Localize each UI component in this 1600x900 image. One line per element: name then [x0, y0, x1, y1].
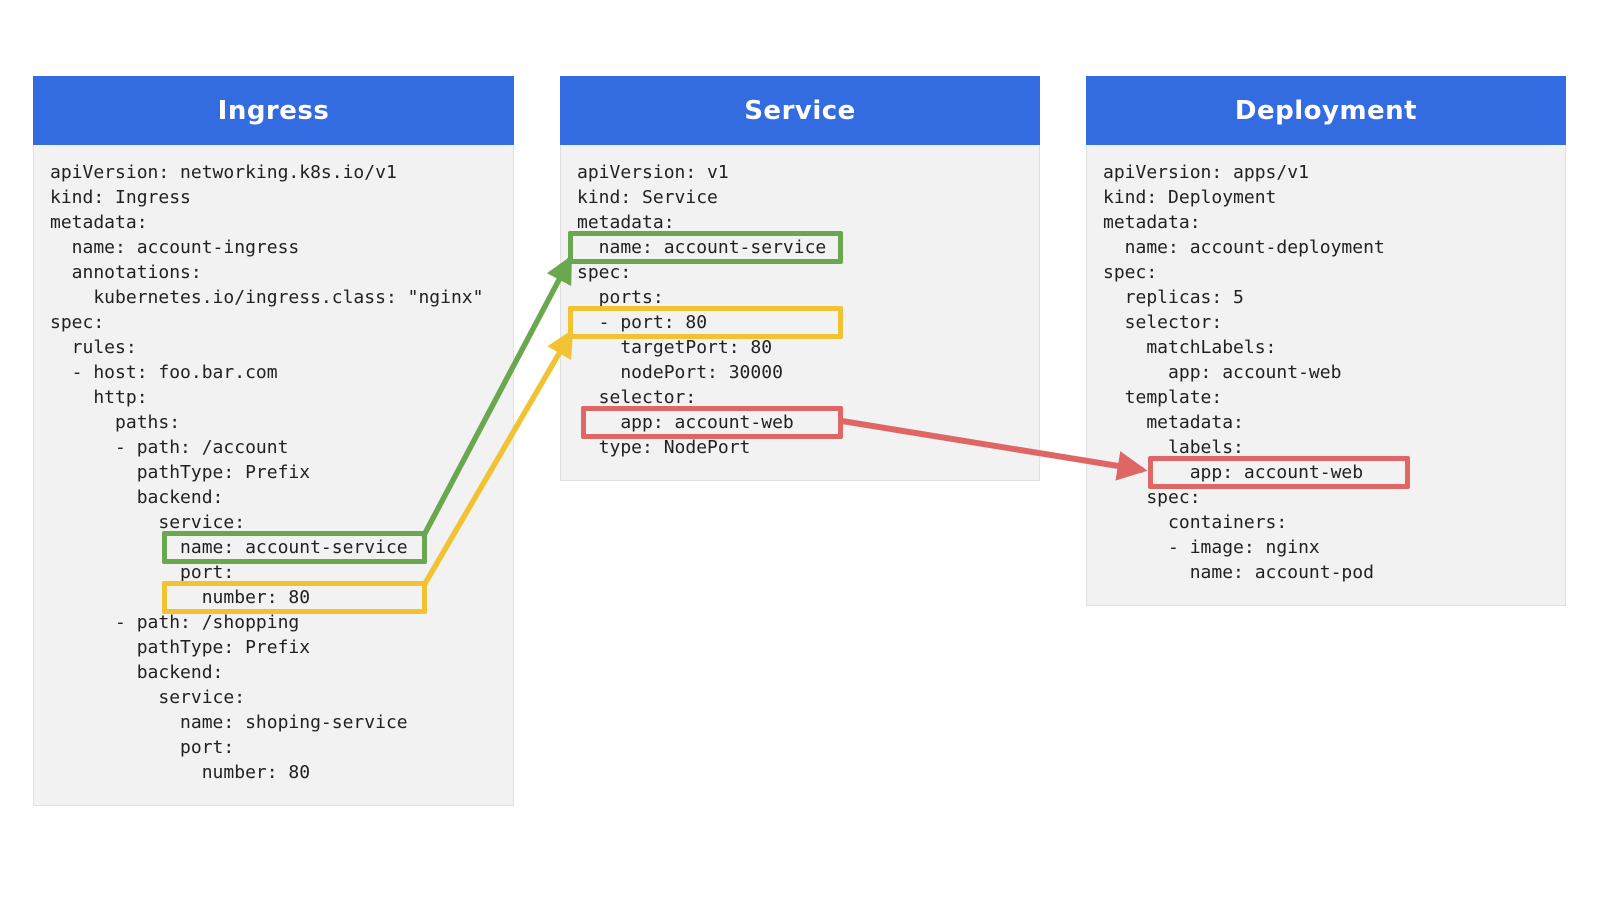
code-line: kind: Ingress	[50, 187, 191, 208]
code-line: nodePort: 30000	[577, 362, 783, 383]
code-line: ports:	[577, 287, 664, 308]
panel-deployment-header: Deployment	[1086, 76, 1566, 145]
code-line: template:	[1103, 387, 1223, 408]
code-line: name: account-service	[577, 237, 827, 258]
code-line: metadata:	[577, 212, 675, 233]
panel-ingress-header: Ingress	[33, 76, 514, 145]
code-line: name: account-service	[50, 537, 408, 558]
code-line: port:	[50, 737, 235, 758]
highlight-ingress-backend-port-number	[162, 581, 427, 614]
code-line: name: account-ingress	[50, 237, 300, 258]
code-line: backend:	[50, 662, 224, 683]
highlight-service-metadata-name	[568, 231, 843, 264]
code-line: service:	[50, 687, 246, 708]
code-line: app: account-web	[1103, 462, 1364, 483]
code-line: - path: /shopping	[50, 612, 300, 633]
code-line: app: account-web	[1103, 362, 1342, 383]
code-line: name: account-pod	[1103, 562, 1374, 583]
code-line: metadata:	[50, 212, 148, 233]
code-line: metadata:	[1103, 212, 1201, 233]
panel-service: Service apiVersion: v1 kind: Service metad…	[560, 76, 1040, 481]
panel-service-title: Service	[744, 95, 856, 126]
code-line: containers:	[1103, 512, 1288, 533]
code-line: rules:	[50, 337, 137, 358]
code-line: backend:	[50, 487, 224, 508]
code-line: apiVersion: v1	[577, 162, 729, 183]
code-line: matchLabels:	[1103, 337, 1277, 358]
code-line: - host: foo.bar.com	[50, 362, 278, 383]
code-line: kind: Service	[577, 187, 718, 208]
code-line: spec:	[1103, 487, 1201, 508]
code-line: replicas: 5	[1103, 287, 1244, 308]
panel-service-yaml: apiVersion: v1 kind: Service metadata: nam…	[560, 145, 1040, 481]
code-line: name: shoping-service	[50, 712, 408, 733]
code-line: pathType: Prefix	[50, 462, 311, 483]
code-line: kind: Deployment	[1103, 187, 1277, 208]
code-line: spec:	[50, 312, 105, 333]
code-line: service:	[50, 512, 246, 533]
code-line: - path: /account	[50, 437, 289, 458]
highlight-deployment-label-app	[1148, 456, 1410, 489]
code-line: selector:	[1103, 312, 1223, 333]
highlight-service-port	[568, 306, 843, 339]
highlight-ingress-backend-service-name	[162, 531, 427, 564]
code-line: apiVersion: apps/v1	[1103, 162, 1309, 183]
code-line: name: account-deployment	[1103, 237, 1385, 258]
code-line: apiVersion: networking.k8s.io/v1	[50, 162, 397, 183]
code-line: number: 80	[50, 762, 311, 783]
code-line: - port: 80	[577, 312, 708, 333]
panel-service-header: Service	[560, 76, 1040, 145]
code-line: kubernetes.io/ingress.class: "nginx"	[50, 287, 484, 308]
code-line: - image: nginx	[1103, 537, 1320, 558]
code-line: spec:	[577, 262, 632, 283]
code-line: type: NodePort	[577, 437, 751, 458]
code-line: pathType: Prefix	[50, 637, 311, 658]
code-line: spec:	[1103, 262, 1158, 283]
code-line: metadata:	[1103, 412, 1244, 433]
panel-ingress-title: Ingress	[217, 95, 330, 126]
code-line: number: 80	[50, 587, 311, 608]
code-line: app: account-web	[577, 412, 794, 433]
code-line: port:	[50, 562, 235, 583]
code-line: selector:	[577, 387, 697, 408]
panel-deployment-yaml: apiVersion: apps/v1 kind: Deployment metad…	[1086, 145, 1566, 606]
panel-ingress-yaml: apiVersion: networking.k8s.io/v1 kind: In…	[33, 145, 514, 806]
code-line: http:	[50, 387, 148, 408]
code-line: paths:	[50, 412, 181, 433]
panel-deployment: Deployment apiVersion: apps/v1 kind: Depl…	[1086, 76, 1566, 606]
panel-ingress: Ingress apiVersion: networking.k8s.io/v1…	[33, 76, 514, 806]
code-line: annotations:	[50, 262, 202, 283]
highlight-service-selector-app	[581, 406, 843, 439]
panel-deployment-title: Deployment	[1234, 95, 1418, 126]
code-line: targetPort: 80	[577, 337, 773, 358]
code-line: labels:	[1103, 437, 1244, 458]
